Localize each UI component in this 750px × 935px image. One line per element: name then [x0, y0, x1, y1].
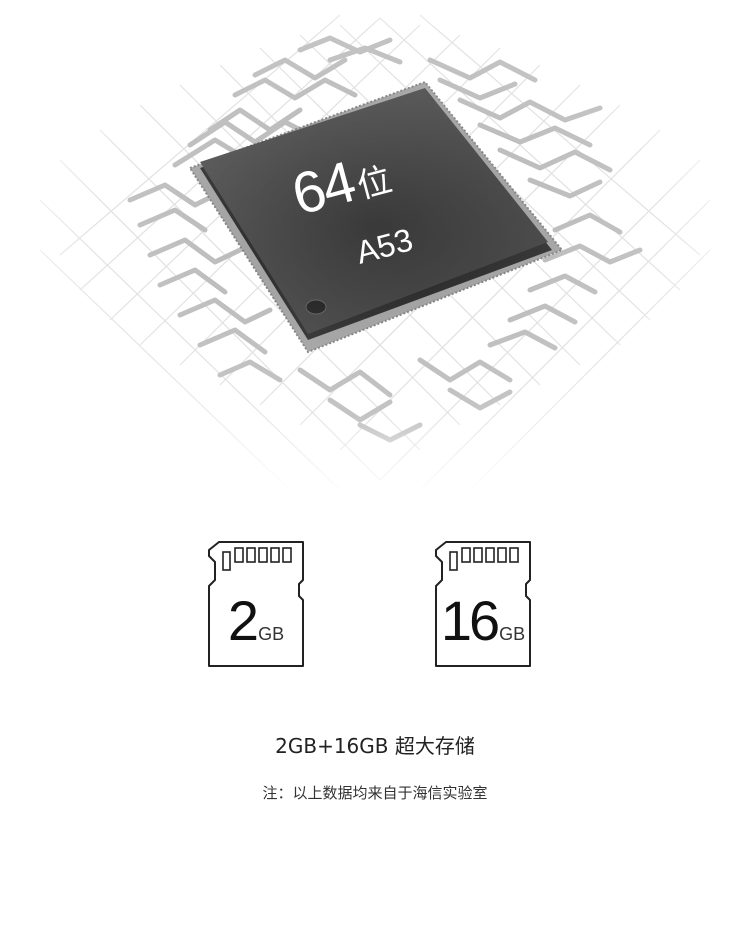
storage-headline: 2GB+16GB 超大存储	[275, 734, 475, 758]
footnote: 注：以上数据均来自于海信实验室	[262, 784, 488, 802]
cpu-chip-graphic	[0, 0, 750, 500]
capacity-unit: GB	[499, 624, 526, 644]
capacity-unit: GB	[258, 624, 285, 644]
cpu-illustration: 64位 A53	[0, 0, 750, 500]
sd-card-icon	[435, 541, 531, 667]
capacity-number: 16	[440, 589, 500, 652]
capacity-number: 2	[227, 589, 259, 652]
sd-card-icon	[208, 541, 304, 667]
